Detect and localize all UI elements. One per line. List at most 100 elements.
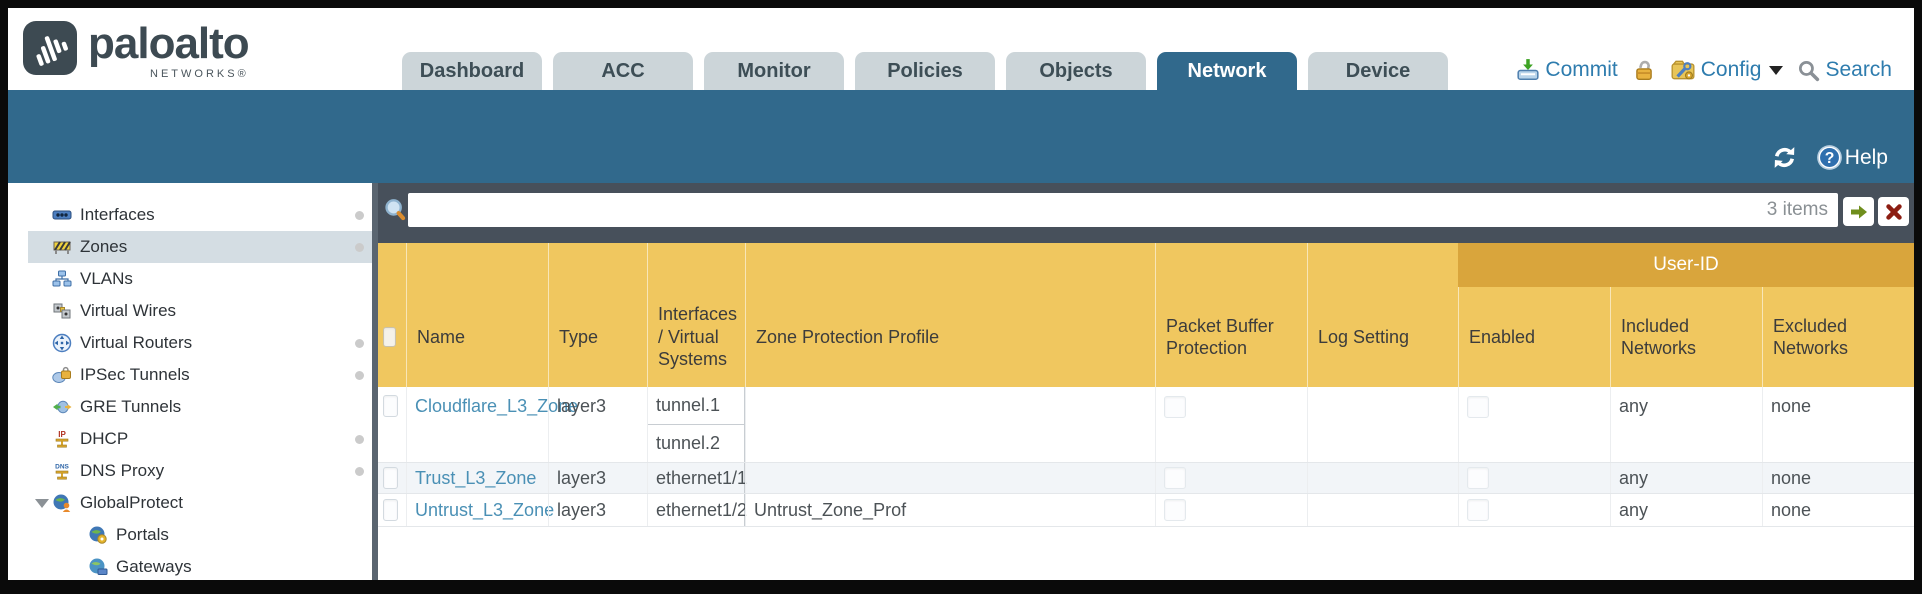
help-button[interactable]: ? Help xyxy=(1816,144,1888,171)
refresh-icon[interactable] xyxy=(1771,144,1798,171)
zone-protection-profile xyxy=(745,463,1155,493)
filter-input[interactable] xyxy=(408,193,1838,227)
sidebar-item-virtual-routers[interactable]: Virtual Routers xyxy=(28,327,372,359)
select-all-checkbox[interactable] xyxy=(383,327,396,347)
packet-buffer-protection-checkbox[interactable] xyxy=(1164,396,1186,418)
col-header-type[interactable]: Type xyxy=(548,243,647,387)
sidebar-item-label: Virtual Wires xyxy=(80,301,177,320)
clear-filter-button[interactable] xyxy=(1878,197,1909,226)
user-id-enabled-checkbox[interactable] xyxy=(1467,396,1489,418)
status-dot xyxy=(355,435,364,444)
table-row: Untrust_L3_Zone layer3 ethernet1/2 Untru… xyxy=(378,494,1914,527)
tab-monitor[interactable]: Monitor xyxy=(704,52,844,90)
network-sidebar: Interfaces Zones VLANs xyxy=(28,183,372,580)
packet-buffer-protection-checkbox[interactable] xyxy=(1164,499,1186,521)
sidebar-item-portals[interactable]: Portals xyxy=(28,519,372,551)
zone-name-link[interactable]: Trust_L3_Zone xyxy=(415,467,537,488)
col-header-included-networks[interactable]: Included Networks xyxy=(1610,243,1762,387)
config-menu-button[interactable]: Config xyxy=(1670,58,1784,82)
status-dot xyxy=(355,211,364,220)
tab-dashboard[interactable]: Dashboard xyxy=(402,52,542,90)
sidebar-item-label: DNS Proxy xyxy=(80,461,165,480)
sidebar-item-globalprotect[interactable]: GlobalProtect xyxy=(28,487,372,519)
top-utilities: Commit Config xyxy=(1516,58,1892,82)
page-banner: ? Help xyxy=(8,90,1914,183)
tab-network[interactable]: Network xyxy=(1157,52,1297,90)
col-header-interfaces[interactable]: Interfaces / Virtual Systems xyxy=(647,243,745,387)
log-setting xyxy=(1307,494,1458,526)
zone-name-link[interactable]: Untrust_L3_Zone xyxy=(415,499,555,520)
sidebar-item-virtual-wires[interactable]: Virtual Wires xyxy=(28,295,372,327)
sidebar-item-zones[interactable]: Zones xyxy=(28,231,372,263)
help-icon: ? xyxy=(1816,145,1842,170)
interface-entry: tunnel.1 xyxy=(648,387,744,425)
lock-button[interactable] xyxy=(1632,58,1656,82)
unlocked-padlock-icon xyxy=(1635,60,1652,80)
sidebar-item-vlans[interactable]: VLANs xyxy=(28,263,372,295)
config-icon xyxy=(1671,60,1695,80)
svg-text:DNS: DNS xyxy=(55,464,69,471)
col-header-enabled[interactable]: Enabled xyxy=(1458,243,1610,387)
apply-filter-button[interactable] xyxy=(1843,197,1874,226)
panel-divider[interactable] xyxy=(372,183,378,580)
zone-type: layer3 xyxy=(548,494,647,526)
zone-type: layer3 xyxy=(548,463,647,493)
user-id-enabled-checkbox[interactable] xyxy=(1467,467,1489,489)
sidebar-item-gateways[interactable]: Gateways xyxy=(28,551,372,580)
tab-device[interactable]: Device xyxy=(1308,52,1448,90)
commit-button[interactable]: Commit xyxy=(1516,58,1618,82)
zone-name-link[interactable]: Cloudflare_L3_Zone xyxy=(415,396,579,416)
zone-type: layer3 xyxy=(548,387,647,462)
portals-icon xyxy=(89,526,107,544)
expand-triangle-icon[interactable] xyxy=(35,499,49,508)
row-checkbox[interactable] xyxy=(383,499,398,521)
select-all-header xyxy=(378,243,406,387)
ipsec-tunnels-icon xyxy=(52,366,71,383)
sidebar-item-interfaces[interactable]: Interfaces xyxy=(28,199,372,231)
sidebar-item-dhcp[interactable]: IP DHCP xyxy=(28,423,372,455)
status-dot xyxy=(355,243,364,252)
search-button[interactable]: Search xyxy=(1797,58,1892,82)
col-header-zone-protection-profile[interactable]: Zone Protection Profile xyxy=(745,243,1155,387)
sidebar-item-label: Virtual Routers xyxy=(80,333,193,352)
paloalto-logo-icon xyxy=(23,21,77,75)
col-header-log-setting[interactable]: Log Setting xyxy=(1307,243,1458,387)
gre-tunnels-icon xyxy=(53,400,72,414)
filter-search-icon xyxy=(385,199,406,221)
status-dot xyxy=(355,467,364,476)
status-dot xyxy=(355,339,364,348)
commit-icon xyxy=(1517,59,1539,81)
table-row: Trust_L3_Zone layer3 ethernet1/1 any non… xyxy=(378,463,1914,494)
col-header-excluded-networks[interactable]: Excluded Networks xyxy=(1762,243,1914,387)
sidebar-item-label: Interfaces xyxy=(80,205,155,224)
tab-policies[interactable]: Policies xyxy=(855,52,995,90)
sidebar-item-gre-tunnels[interactable]: GRE Tunnels xyxy=(28,391,372,423)
included-networks: any xyxy=(1610,387,1762,462)
chevron-down-icon xyxy=(1769,65,1784,75)
included-networks: any xyxy=(1610,463,1762,493)
zones-icon xyxy=(53,241,71,254)
top-bar: paloalto NETWORKS® Dashboard ACC Monitor… xyxy=(8,8,1914,90)
user-id-enabled-checkbox[interactable] xyxy=(1467,499,1489,521)
col-header-packet-buffer-protection[interactable]: Packet Buffer Protection xyxy=(1155,243,1307,387)
interface-entry: ethernet1/2 xyxy=(656,499,748,520)
row-checkbox[interactable] xyxy=(383,467,398,489)
zones-panel: 3 items User-ID Name Type xyxy=(378,183,1914,580)
sidebar-item-dns-proxy[interactable]: DNS DNS Proxy xyxy=(28,455,372,487)
sidebar-item-label: GlobalProtect xyxy=(80,493,183,512)
tab-objects[interactable]: Objects xyxy=(1006,52,1146,90)
tab-acc[interactable]: ACC xyxy=(553,52,693,90)
sidebar-item-label: GRE Tunnels xyxy=(80,397,182,416)
sidebar-item-label: Zones xyxy=(80,237,128,256)
status-dot xyxy=(355,371,364,380)
interfaces-icon xyxy=(52,210,72,220)
content-area: Interfaces Zones VLANs xyxy=(8,183,1914,580)
sidebar-item-ipsec-tunnels[interactable]: IPSec Tunnels xyxy=(28,359,372,391)
row-checkbox[interactable] xyxy=(383,395,398,417)
virtual-routers-icon xyxy=(52,333,72,353)
sidebar-item-label: DHCP xyxy=(80,429,129,448)
packet-buffer-protection-checkbox[interactable] xyxy=(1164,467,1186,489)
col-header-name[interactable]: Name xyxy=(406,243,548,387)
config-label: Config xyxy=(1700,58,1762,81)
filter-bar: 3 items xyxy=(378,183,1914,243)
